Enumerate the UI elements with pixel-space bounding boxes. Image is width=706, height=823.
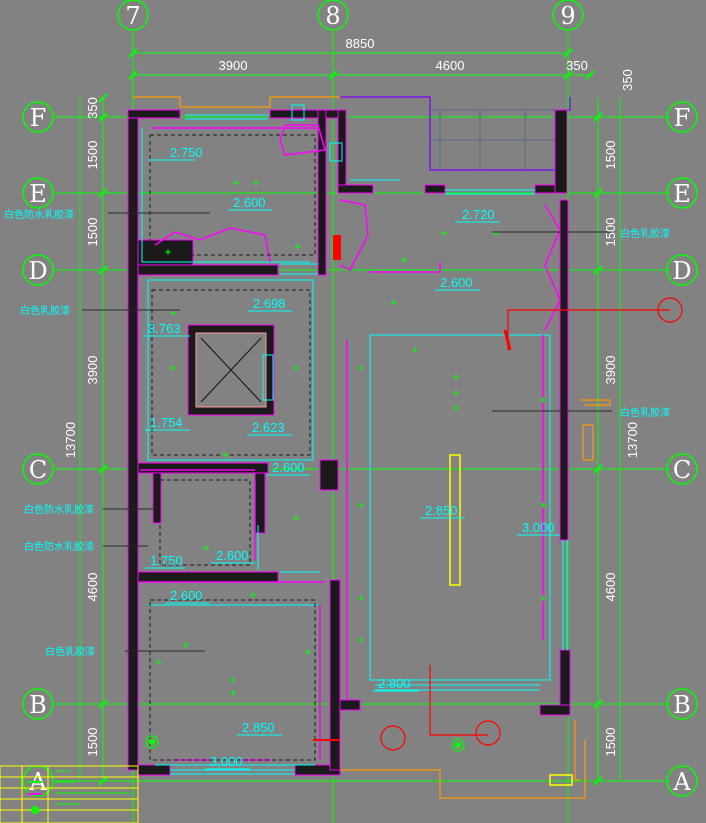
axis-bubble-9: 9	[552, 0, 584, 31]
level-label: 2.600	[440, 275, 473, 290]
dimension-ticks	[98, 48, 603, 786]
level-label: 2.850	[242, 720, 275, 735]
axis-grid-lines	[54, 32, 670, 823]
dim-left-seg-3: 1500	[85, 218, 100, 247]
svg-text:8: 8	[325, 2, 340, 30]
level-label: 3.763	[148, 321, 181, 336]
cyan-ceiling-lines	[141, 104, 568, 775]
dim-right-seg-1: 1500	[603, 141, 618, 170]
axis-bubble-left-c: C	[22, 453, 54, 485]
level-label: 2.600	[233, 195, 266, 210]
svg-text:C: C	[29, 456, 47, 484]
svg-text:B: B	[673, 691, 691, 719]
axis-bubble-left-f: F	[22, 101, 54, 133]
walls	[127, 109, 571, 776]
svg-text:F: F	[674, 104, 691, 132]
svg-text:E: E	[29, 180, 47, 208]
level-label: 2.600	[272, 460, 305, 475]
axis-bubble-right-d: D	[666, 254, 698, 286]
downlight-marks	[155, 180, 546, 696]
axis-bubble-left-b: B	[22, 688, 54, 720]
outer-outline	[133, 96, 611, 799]
magenta-fixtures	[137, 124, 561, 761]
svg-text:7: 7	[125, 2, 140, 30]
bottom-yellow-box	[549, 774, 573, 786]
axis-bubble-right-f: F	[666, 101, 698, 133]
dim-right-seg-4: 4600	[603, 573, 618, 602]
level-label: 2.623	[252, 420, 285, 435]
dim-top-seg-3: 350	[566, 58, 588, 73]
dashed-recesses	[149, 134, 316, 761]
dim-top-seg-1: 3900	[219, 58, 248, 73]
dim-left-seg-2: 1500	[85, 141, 100, 170]
window-mullions	[430, 109, 555, 170]
svg-text:A: A	[672, 768, 691, 796]
level-label: 2.698	[253, 296, 286, 311]
svg-text:D: D	[28, 257, 47, 285]
axis-bubble-left-d: D	[22, 254, 54, 286]
note-latex-left-2: 白色乳胶漆	[45, 645, 95, 658]
note-waterproof-latex-3: 白色防水乳胶漆	[24, 540, 94, 553]
dimension-lines	[79, 52, 621, 781]
axis-bubble-7: 7	[117, 0, 149, 31]
dim-right-seg-5: 1500	[603, 728, 618, 757]
axis-bubble-right-e: E	[666, 177, 698, 209]
dim-top-right-small: 350	[620, 69, 635, 91]
svg-text:B: B	[29, 691, 47, 719]
elevator-shaft	[187, 324, 275, 416]
radiator-red	[333, 235, 341, 260]
dim-right-seg-3: 3900	[603, 356, 618, 385]
svg-text:9: 9	[560, 2, 575, 30]
dim-left-total: 13700	[63, 422, 78, 458]
note-latex-right-1: 白色乳胶漆	[620, 227, 670, 240]
level-label: 2.600	[170, 588, 203, 603]
electrical-symbols	[313, 297, 683, 751]
svg-text:C: C	[673, 456, 691, 484]
dim-top-total: 8850	[346, 36, 375, 51]
light-strip	[449, 454, 461, 586]
dim-left-seg-5: 4600	[85, 573, 100, 602]
svg-text:D: D	[672, 257, 691, 285]
note-leaders	[82, 212, 612, 652]
note-latex-left-1: 白色乳胶漆	[20, 304, 70, 317]
level-label: 3.000	[522, 520, 555, 535]
level-label: 2.720	[462, 207, 495, 222]
level-label: 2.850	[425, 503, 458, 518]
axis-bubble-right-c: C	[666, 453, 698, 485]
axis-bubble-right-b: B	[666, 688, 698, 720]
legend-symbol	[31, 806, 39, 814]
dim-left-seg-6: 1500	[85, 728, 100, 757]
level-label: 2.600	[216, 548, 249, 563]
note-latex-right-2: 白色乳胶漆	[620, 406, 670, 419]
axis-bubble-8: 8	[317, 0, 349, 31]
dim-left-seg-1: 350	[85, 97, 100, 119]
svg-text:F: F	[30, 104, 47, 132]
level-label: 2.800	[378, 676, 411, 691]
level-label: 1.750	[150, 553, 183, 568]
dim-top-seg-2: 4600	[436, 58, 465, 73]
note-waterproof-latex-2: 白色防水乳胶漆	[24, 503, 94, 516]
axis-bubble-left-e: E	[22, 177, 54, 209]
level-label: 1.754	[150, 415, 183, 430]
dim-right-total: 13700	[625, 422, 640, 458]
dim-left-seg-4: 3900	[85, 356, 100, 385]
level-label: 2.750	[170, 145, 203, 160]
legend-box	[0, 765, 139, 823]
ceiling-level-labels: 2.750 2.600 2.720 2.698 2.600 3.763 1.75…	[143, 145, 560, 770]
green-markers	[145, 735, 465, 752]
note-waterproof-latex-1: 白色防水乳胶漆	[4, 208, 74, 221]
level-label: 3.000	[210, 754, 243, 769]
axis-bubble-right-a: A	[666, 765, 698, 797]
svg-text:E: E	[673, 180, 691, 208]
